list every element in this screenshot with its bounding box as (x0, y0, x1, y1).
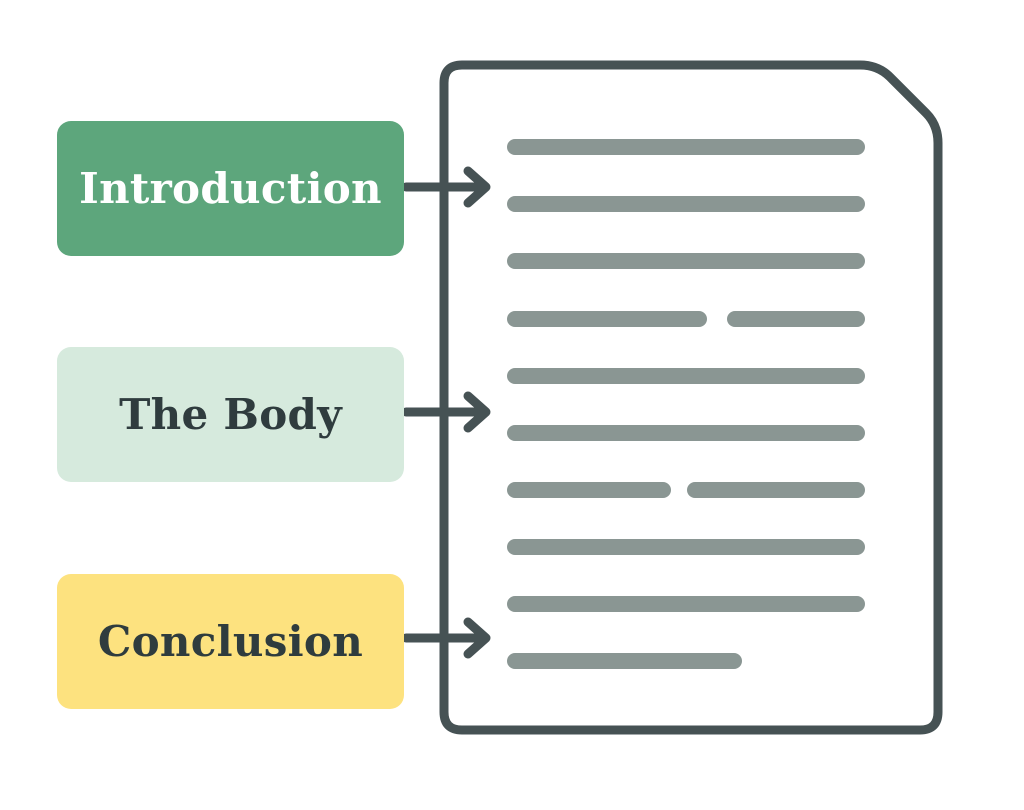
introduction-box: Introduction (57, 121, 404, 256)
document-icon (439, 60, 943, 735)
arrow-right-icon (401, 617, 491, 659)
document-text-lines (507, 139, 865, 669)
arrow-right-icon (401, 391, 491, 433)
body-box: The Body (57, 347, 404, 482)
conclusion-box: Conclusion (57, 574, 404, 709)
body-label: The Body (119, 390, 342, 439)
conclusion-label: Conclusion (97, 617, 364, 666)
arrow-right-icon (401, 166, 491, 208)
introduction-label: Introduction (79, 164, 382, 213)
